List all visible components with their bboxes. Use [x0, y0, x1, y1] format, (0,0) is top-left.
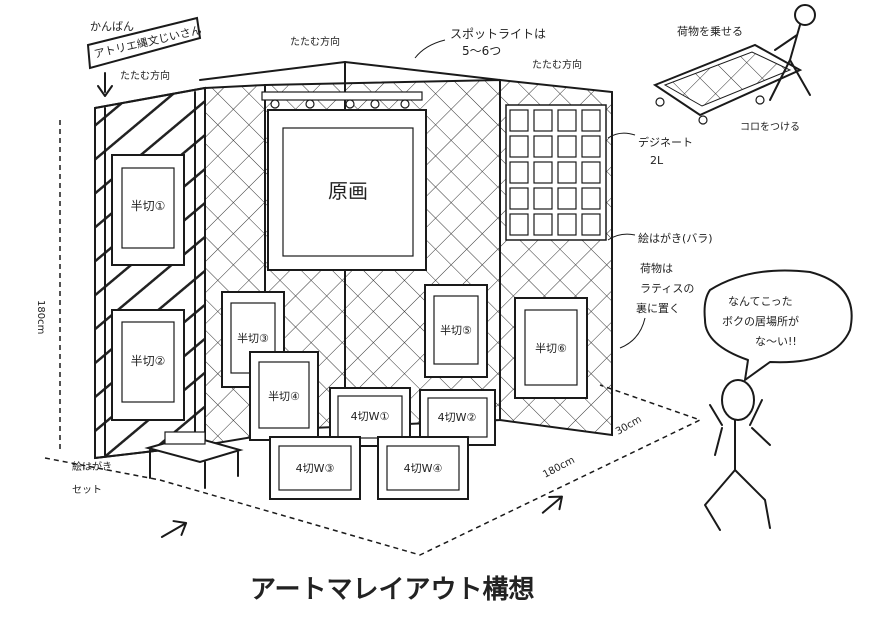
hansetsu-3-label: 半切③ [237, 331, 269, 345]
cart-wheel-note: コロをつける [740, 121, 800, 133]
postcard [557, 161, 577, 184]
floor-outline [44, 120, 702, 556]
spotlight-icon [400, 99, 410, 109]
width-dimension: 180cm [541, 455, 576, 481]
yongiri-w-4-label: 4切W④ [404, 462, 443, 475]
speech-bubble: なんてこった ボクの居場所が な〜い!! [703, 269, 853, 381]
postcard [533, 161, 553, 184]
hansetsu-6-frame: 半切⑥ [514, 297, 588, 399]
luggage-cart [652, 43, 803, 125]
spotlight-icon [270, 99, 280, 109]
yongiri-w-4-frame: 4切W④ [377, 436, 469, 500]
postcard [581, 161, 601, 184]
postcard-set-note-2: セット [72, 484, 102, 496]
original-artwork-frame: 原画 [267, 109, 427, 271]
speech-line-1: なんてこった [728, 295, 793, 308]
down-arrow-icon [97, 72, 113, 97]
spotlight-icon [305, 99, 315, 109]
spotlight-note: スポットライトは [450, 27, 546, 41]
spotlight-count: 5〜6つ [462, 44, 501, 58]
pointer-arrow-icon [414, 39, 446, 59]
top-frame [199, 61, 501, 81]
postcard [557, 187, 577, 210]
postcard [533, 213, 553, 236]
cart-load-note: 荷物を乗せる [677, 24, 743, 38]
pushing-figure [769, 4, 816, 101]
hansetsu-2-frame: 半切② [111, 309, 185, 421]
postcard [509, 213, 529, 236]
panicking-figure [704, 379, 771, 531]
postcard [509, 187, 529, 210]
fold-direction-right: たたむ方向 [532, 58, 582, 71]
postcard [509, 109, 529, 132]
postcard [509, 135, 529, 158]
page-title: アートマレイアウト構想 [250, 575, 534, 605]
hansetsu-1-frame: 半切① [111, 154, 185, 266]
speech-line-3: な〜い!! [755, 335, 797, 348]
yongiri-w-1-label: 4切W① [351, 410, 390, 423]
postcard [557, 213, 577, 236]
hansetsu-4-label: 半切④ [268, 389, 300, 403]
yongiri-w-3-label: 4切W③ [296, 462, 335, 475]
postcard-set-note: 絵はがき [72, 460, 112, 473]
loose-postcards-note: 絵はがき(バラ) [638, 231, 713, 245]
hansetsu-4-frame: 半切④ [249, 351, 319, 441]
postcard-grid [509, 109, 601, 236]
postcard [581, 109, 601, 132]
hansetsu-6-label: 半切⑥ [535, 341, 567, 355]
hansetsu-5-frame: 半切⑤ [424, 284, 488, 378]
spotlights [261, 91, 423, 109]
yongiri-w-3-frame: 4切W③ [269, 436, 361, 500]
designet-size: 2L [650, 154, 664, 167]
yongiri-w-2-label: 4切W② [438, 411, 477, 424]
spotlight-icon [370, 99, 380, 109]
postcard [533, 109, 553, 132]
yongiri-w-2-frame: 4切W② [419, 389, 496, 446]
postcard [533, 187, 553, 210]
postcard [557, 135, 577, 158]
speech-line-2: ボクの居場所が [722, 314, 799, 328]
luggage-note-1: 荷物は [640, 261, 673, 275]
fold-direction-left: たたむ方向 [120, 69, 170, 82]
original-label: 原画 [328, 179, 368, 203]
hansetsu-2-label: 半切② [131, 354, 166, 368]
depth-dimension: 30cm [614, 414, 644, 438]
postcard [581, 213, 601, 236]
signboard-label: かんばん [90, 20, 134, 33]
height-dimension: 180cm [35, 300, 46, 334]
designet-note: デジネート [638, 135, 693, 149]
spotlight-icon [345, 99, 355, 109]
luggage-note-3: 裏に置く [636, 301, 680, 315]
hansetsu-5-label: 半切⑤ [440, 323, 472, 337]
postcard [581, 135, 601, 158]
luggage-note-2: ラティスの [640, 282, 694, 295]
postcard [557, 109, 577, 132]
hansetsu-1-label: 半切① [131, 199, 166, 213]
fold-direction-center: たたむ方向 [290, 35, 340, 48]
postcard [533, 135, 553, 158]
postcard [581, 187, 601, 210]
view-arrow-icon [541, 495, 563, 514]
postcard-set-table [144, 431, 244, 489]
view-arrow-icon [160, 520, 188, 538]
postcard [509, 161, 529, 184]
